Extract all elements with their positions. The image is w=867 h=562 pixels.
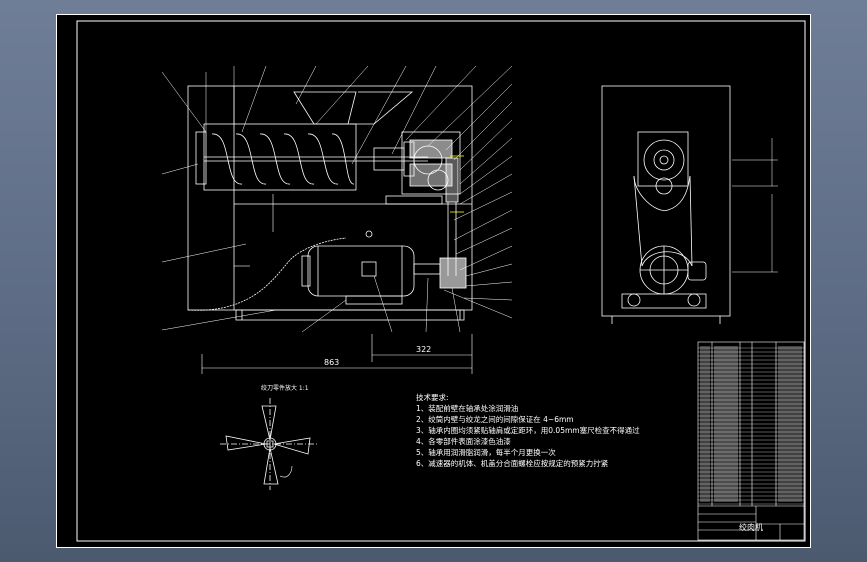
drawing-sheet: 863 322 绞刀零件放大 1:1 技术要求: 1、装配前壁在轴承处涂润滑油 … [56,14,811,548]
side-cabinet [601,85,731,317]
technical-requirements: 技术要求: 1、装配前壁在轴承处涂润滑油 2、绞筒内壁与绞龙之间的间隙保证在 4… [416,392,640,469]
overall-length-dimension: 863 [324,358,340,367]
parts-list-fill [700,346,802,502]
requirement-item: 2、绞筒内壁与绞龙之间的间隙保证在 4~6mm [416,415,574,424]
outer-frame [56,14,811,548]
inner-frame [76,20,806,542]
cabinet-outline [187,85,473,311]
engineering-drawing [56,14,811,548]
requirement-item: 3、轴承内圈均须紧贴轴肩或定距环，用0.05mm塞尺检查不得通过 [416,426,640,435]
technical-requirements-heading: 技术要求: [416,393,449,402]
requirement-item: 4、各零部件表面涂漆色油漆 [416,437,511,446]
blade-view-title: 绞刀零件放大 1:1 [261,385,309,392]
requirement-item: 1、装配前壁在轴承处涂润滑油 [416,404,519,413]
motor [301,230,467,305]
side-belt [633,175,693,267]
dimension-lines [201,194,473,374]
auger-screw [204,133,428,185]
gearbox [401,131,464,213]
leader-lines [161,65,513,333]
requirement-item: 5、轴承用润滑脂润滑，每半个月更换一次 [416,448,556,457]
side-view [601,85,778,324]
parts-list-rows [698,347,804,505]
cabinet-base [235,309,465,321]
requirement-item: 6、减速器的机体、机盖分合面螺栓应按规定的预紧力拧紧 [416,459,609,468]
blade-detail-view [220,398,318,490]
front-view [161,65,513,374]
partial-length-dimension: 322 [416,345,432,354]
title-block-name: 绞肉机 [739,523,763,532]
parts-list [697,341,805,541]
side-dimensions [732,138,778,273]
hopper [293,91,357,125]
